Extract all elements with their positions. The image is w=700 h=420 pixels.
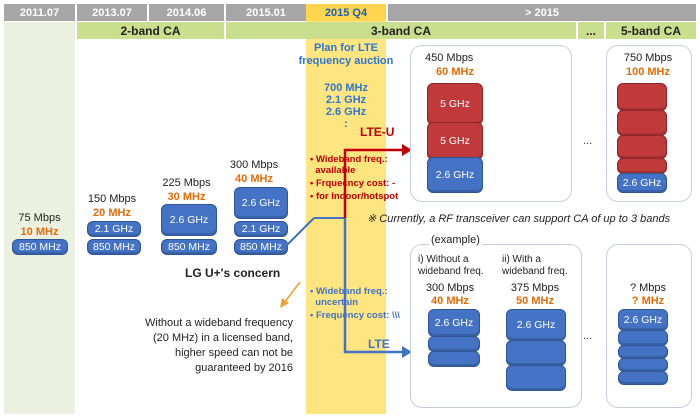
five-band-red-2	[617, 110, 667, 136]
stage2-band-850: 850 MHz	[87, 239, 141, 255]
lteu-bullet-cost: • Frquecncy cost: -	[310, 178, 396, 189]
stage4-bandwidth: 40 MHz	[235, 173, 273, 185]
opt1-band-extra-2	[428, 351, 480, 367]
plan-title: Plan for LTE frequency auction	[296, 42, 396, 68]
stage3-band-850: 850 MHz	[161, 239, 217, 255]
opt3-band-2-6: 2.6 GHz	[618, 309, 668, 331]
lte-arrow-head	[402, 346, 412, 358]
opt1-band-2-6: 2.6 GHz	[428, 309, 480, 337]
opt2-speed: 375 Mbps	[510, 282, 560, 294]
lte-bullets: • Wideband freq.: uncertain • Frequency …	[310, 286, 400, 321]
lte-ellipsis: ...	[583, 330, 593, 342]
lteu-bandwidth: 60 MHz	[436, 66, 474, 78]
lteu-ellipsis: ...	[583, 135, 593, 147]
stage3-bandwidth: 30 MHz	[167, 191, 206, 203]
plan-frequencies: 700 MHz 2.1 GHz 2.6 GHz :	[296, 82, 396, 130]
plan-freq-2-6: 2.6 GHz	[325, 106, 367, 118]
stage1-speed: 75 Mbps	[18, 212, 61, 224]
lte-arrow-line	[343, 218, 404, 354]
opt1-title-line1: i) Without a	[418, 254, 469, 265]
opt3-band-extra-1	[618, 330, 668, 346]
plan-freq-2-1: 2.1 GHz	[325, 94, 367, 106]
five-band-red-3	[617, 135, 667, 159]
five-band-red-4	[617, 158, 667, 174]
concern-line-2: (20 MHz) in a licensed band,	[152, 332, 293, 344]
opt3-band-extra-4	[618, 371, 668, 385]
stage3-band-2-6: 2.6 GHz	[161, 204, 217, 236]
stage4-band-2-1: 2.1 GHz	[234, 221, 288, 237]
plan-title-line1: Plan for LTE	[314, 42, 378, 54]
stage2-band-2-1: 2.1 GHz	[87, 221, 141, 237]
phase-ellipsis: ...	[578, 22, 604, 39]
lteu-arrow-line	[343, 148, 405, 218]
timeline-2015-01: 2015.01	[226, 4, 306, 21]
lteu-bullets: • Wideband freq.: available • Frquecncy …	[310, 154, 398, 202]
stage3-speed: 225 Mbps	[162, 177, 211, 189]
timeline-after-2015: > 2015	[388, 4, 696, 21]
lte-label: LTE	[368, 337, 390, 351]
opt1-title: i) Without a wideband freq.	[418, 254, 484, 278]
lte-bullet-uncertain: uncertain	[310, 297, 359, 308]
stage1-band-850: 850 MHz	[12, 239, 68, 255]
concern-line-1: Without a wideband frequency	[145, 317, 293, 329]
opt1-band-extra-1	[428, 336, 480, 352]
stage4-speed: 300 Mbps	[229, 159, 279, 171]
opt2-band-extra-1	[506, 340, 566, 366]
lte-bullet-wideband: • Wideband freq.:	[310, 286, 388, 297]
opt2-title: ii) With a wideband freq.	[502, 254, 568, 278]
five-band-2-6: 2.6 GHz	[617, 173, 667, 193]
lteu-band-5ghz-2: 5 GHz	[427, 122, 483, 160]
phase-5-band-ca: 5-band CA	[606, 22, 696, 39]
lteu-band-2-6: 2.6 GHz	[427, 157, 483, 193]
concern-text: Without a wideband frequency (20 MHz) in…	[100, 316, 293, 376]
lteu-bullet-indoor: • for Indoor/hotspot	[310, 191, 399, 202]
concern-pointer-head	[280, 298, 289, 308]
stage2-speed: 150 Mbps	[87, 193, 137, 205]
opt3-speed: ? Mbps	[629, 282, 667, 294]
concern-title: LG U+'s concern	[185, 266, 281, 280]
plan-freq-700: 700 MHz	[323, 82, 369, 94]
concern-line-4: guaranteed by 2016	[195, 362, 293, 374]
stage4-band-850: 850 MHz	[234, 239, 288, 255]
lteu-bullet-wideband: • Wideband freq.:	[310, 154, 388, 165]
opt2-title-line1: ii) With a	[502, 254, 541, 265]
concern-pointer	[283, 281, 301, 304]
opt1-bandwidth: 40 MHz	[431, 295, 469, 307]
lteu-bullet-available: available	[310, 165, 356, 176]
stage4-band-2-6: 2.6 GHz	[234, 187, 288, 219]
five-band-bandwidth: 100 MHz	[625, 66, 671, 78]
timeline-2015-q4: 2015 Q4	[306, 4, 386, 21]
lteu-arrow-head	[402, 144, 412, 156]
five-band-speed: 750 Mbps	[623, 52, 673, 64]
concern-line-3: higher speed can not be	[174, 347, 293, 359]
phase-3-band-ca: 3-band CA	[226, 22, 576, 39]
timeline-2011-07: 2011.07	[4, 4, 75, 21]
opt2-title-line2: wideband freq.	[502, 266, 568, 277]
opt3-bandwidth: ? MHz	[631, 295, 665, 307]
opt2-band-2-6: 2.6 GHz	[506, 309, 566, 341]
transceiver-note: ※ Currently, a RF transceiver can suppor…	[367, 213, 671, 225]
lte-bullet-cost: • Frequency cost: \\\	[310, 310, 400, 321]
five-band-red-1	[617, 83, 667, 111]
timeline-2014-06: 2014.06	[149, 4, 224, 21]
initial-period-background	[4, 22, 75, 414]
opt3-band-extra-3	[618, 358, 668, 372]
timeline-2013-07: 2013.07	[77, 4, 147, 21]
lteu-speed: 450 Mbps	[425, 52, 474, 64]
plan-title-line2: frequency auction	[298, 55, 394, 67]
stage1-bandwidth: 10 MHz	[20, 226, 59, 238]
stage2-bandwidth: 20 MHz	[93, 207, 131, 219]
plan-freq-more: :	[344, 118, 348, 130]
phase-2-band-ca: 2-band CA	[77, 22, 224, 39]
lteu-band-5ghz-1: 5 GHz	[427, 83, 483, 125]
opt2-band-extra-2	[506, 365, 566, 391]
opt1-speed: 300 Mbps	[425, 282, 475, 294]
lte-example-label: (example)	[429, 234, 482, 246]
opt1-title-line2: wideband freq.	[418, 266, 484, 277]
lteu-label: LTE-U	[360, 125, 395, 139]
opt3-band-extra-2	[618, 345, 668, 359]
opt2-bandwidth: 50 MHz	[516, 295, 554, 307]
branch-connector	[285, 217, 315, 247]
